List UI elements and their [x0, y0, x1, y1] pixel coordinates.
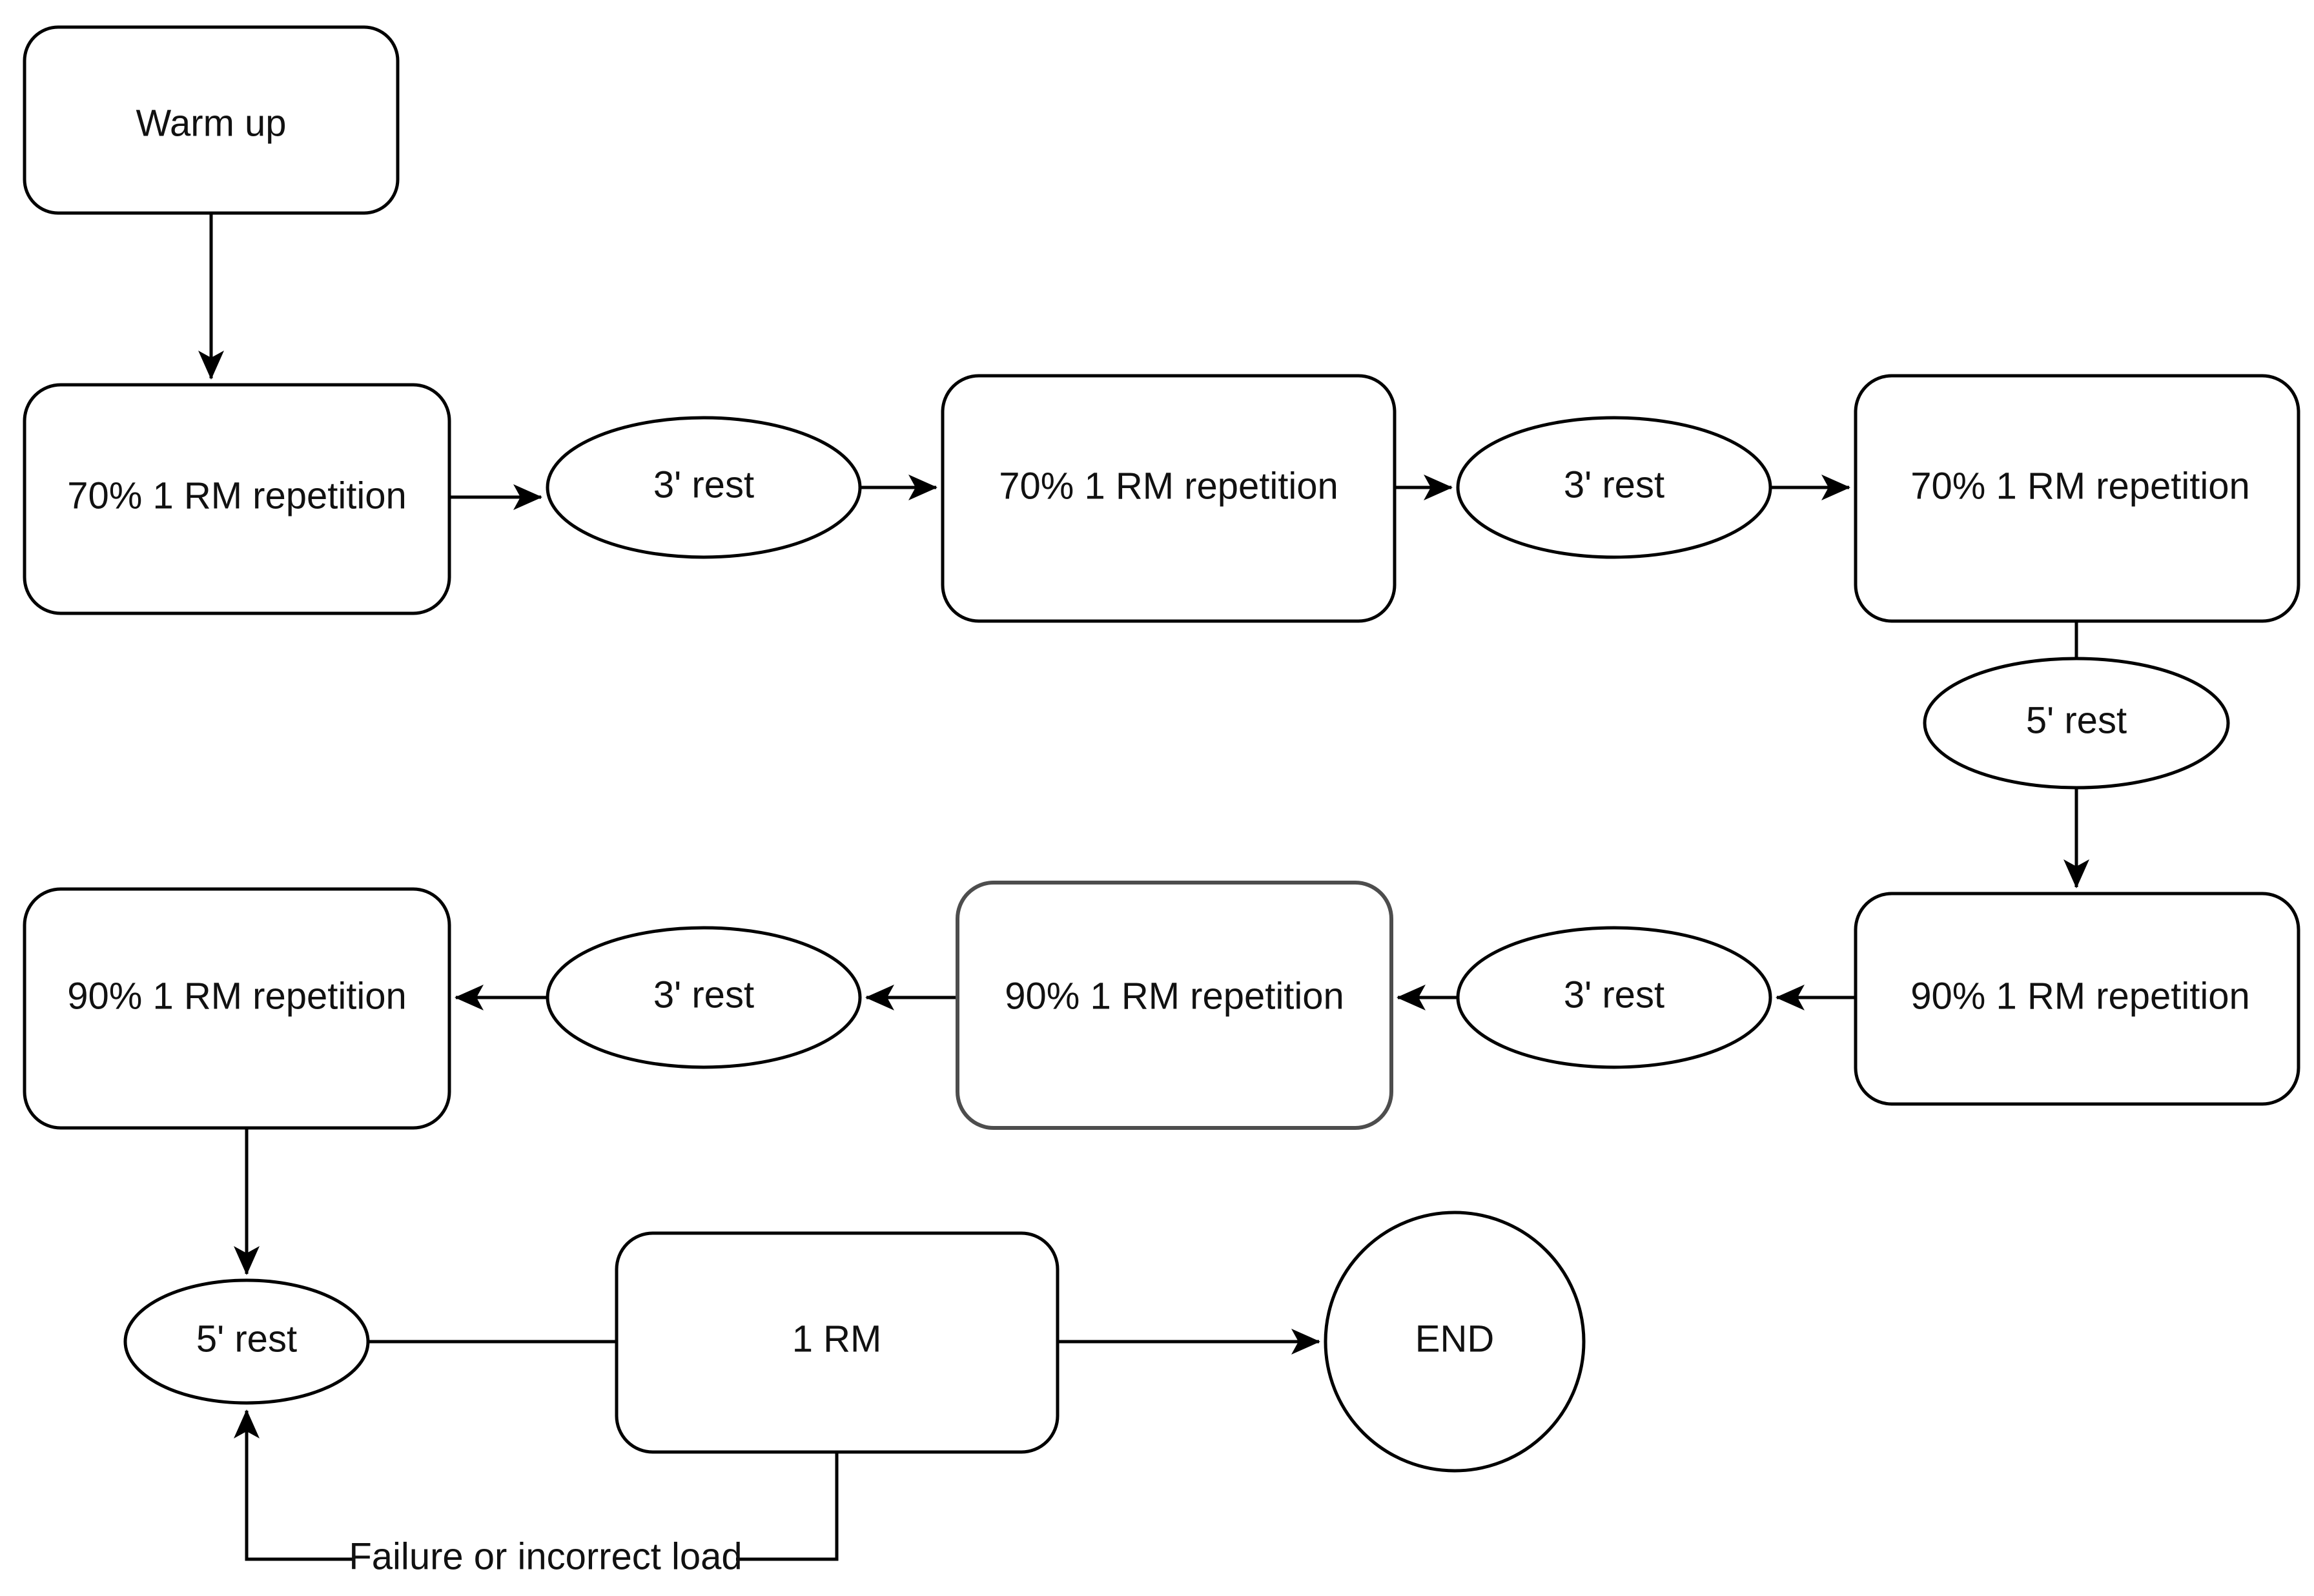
rest-3-first-ellipse[interactable]: [546, 416, 862, 559]
rest-3-first-label: 3' rest: [653, 464, 754, 506]
70-rm-first-label: 70% 1 RM repetition: [67, 475, 406, 517]
node-end[interactable]: END: [1324, 1211, 1586, 1473]
70-rm-third-label: 70% 1 RM repetition: [1910, 465, 2249, 507]
node-rest-5-first[interactable]: 5' rest: [1923, 657, 2230, 790]
rest-3-third-label: 3' rest: [1564, 974, 1664, 1016]
node-rest-3-fourth[interactable]: 3' rest: [546, 926, 862, 1069]
90-rm-right-box[interactable]: [1854, 892, 2300, 1106]
rest-5-second-label: 5' rest: [196, 1318, 297, 1360]
node-90-rm-middle[interactable]: 90% 1 RM repetition: [956, 881, 1393, 1130]
90-rm-left-label: 90% 1 RM repetition: [67, 975, 406, 1017]
warm-up-label: Warm up: [136, 102, 286, 144]
node-rest-3-first[interactable]: 3' rest: [546, 416, 862, 559]
one-rm-box[interactable]: [615, 1231, 1060, 1454]
nodes-layer: Warm up 70% 1 RM repetition 3' rest 70% …: [23, 25, 2300, 1473]
one-rm-label: 1 RM: [792, 1318, 882, 1360]
end-circle[interactable]: [1324, 1211, 1586, 1473]
70-rm-second-label: 70% 1 RM repetition: [999, 465, 1338, 507]
90-rm-left-box[interactable]: [23, 887, 451, 1130]
rest-3-third-ellipse[interactable]: [1456, 926, 1772, 1069]
node-one-rm[interactable]: 1 RM: [615, 1231, 1060, 1454]
edges-layer: [198, 213, 2089, 1561]
70-rm-first-box[interactable]: [23, 383, 451, 615]
90-rm-middle-label: 90% 1 RM repetition: [1005, 975, 1344, 1017]
node-rest-3-third[interactable]: 3' rest: [1456, 926, 1772, 1069]
70-rm-third-box[interactable]: [1854, 374, 2300, 623]
edge-labels-layer: Failure or incorrect load: [349, 1535, 742, 1577]
node-70-rm-first[interactable]: 70% 1 RM repetition: [23, 383, 451, 615]
node-rest-3-second[interactable]: 3' rest: [1456, 416, 1772, 559]
edge-1rm-loop-down-right-segment: [736, 1452, 839, 1561]
90-rm-right-label: 90% 1 RM repetition: [1910, 975, 2249, 1017]
rest-5-first-label: 5' rest: [2026, 699, 2127, 741]
70-rm-second-box[interactable]: [941, 374, 1397, 623]
rest-3-second-ellipse[interactable]: [1456, 416, 1772, 559]
node-70-rm-third[interactable]: 70% 1 RM repetition: [1854, 374, 2300, 623]
edge-1rm-loop-to-rest5b: [234, 1409, 355, 1561]
rest-3-fourth-label: 3' rest: [653, 974, 754, 1016]
rest-5-second-ellipse[interactable]: [123, 1278, 370, 1405]
warm-up-box[interactable]: [23, 25, 400, 215]
node-70-rm-second[interactable]: 70% 1 RM repetition: [941, 374, 1397, 623]
rest-3-second-label: 3' rest: [1564, 464, 1664, 506]
node-warm-up[interactable]: Warm up: [23, 25, 400, 215]
node-90-rm-right[interactable]: 90% 1 RM repetition: [1854, 892, 2300, 1106]
node-90-rm-left[interactable]: 90% 1 RM repetition: [23, 887, 451, 1130]
90-rm-middle-box[interactable]: [956, 881, 1393, 1130]
end-label: END: [1415, 1318, 1494, 1360]
node-rest-5-second[interactable]: 5' rest: [123, 1278, 370, 1405]
failure-or-incorrect-load-label: Failure or incorrect load: [349, 1535, 742, 1577]
rest-5-first-ellipse[interactable]: [1923, 657, 2230, 790]
rest-3-fourth-ellipse[interactable]: [546, 926, 862, 1069]
